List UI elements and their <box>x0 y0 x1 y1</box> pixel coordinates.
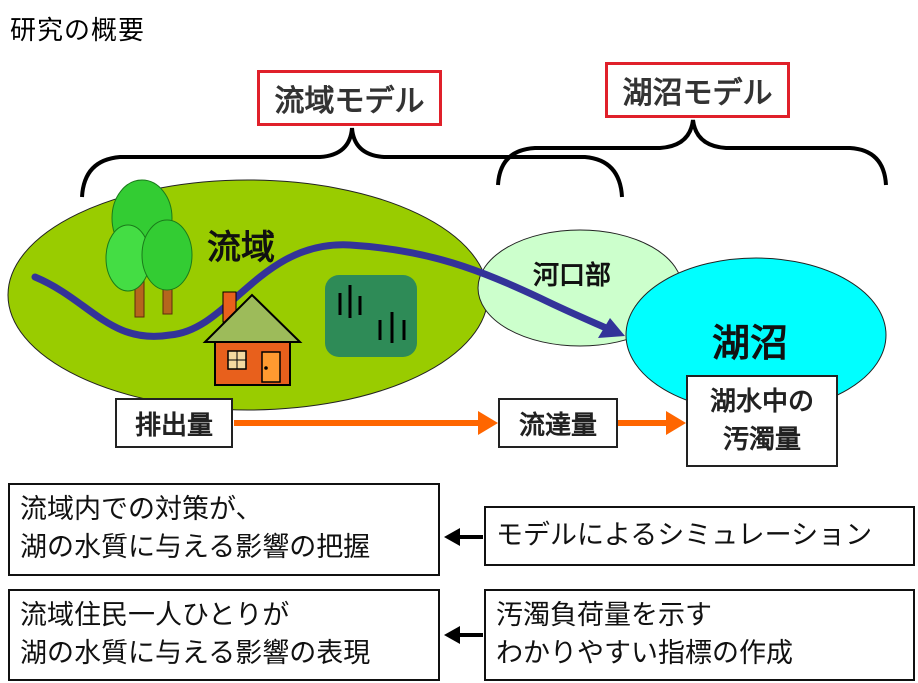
result-box-2: 流域住民一人ひとりが 湖の水質に与える影響の表現 <box>8 589 440 681</box>
lake-pollution-box: 湖水中の 汚濁量 <box>686 375 838 467</box>
result-box-1-line1: 流域内での対策が、 <box>20 494 263 525</box>
rice-field-icon <box>325 275 417 357</box>
result-box-2-line1: 流域住民一人ひとりが <box>20 600 290 631</box>
basin-model-brace <box>80 127 624 198</box>
house-icon <box>202 291 303 386</box>
lake-model-brace <box>496 119 888 186</box>
arrival-box: 流達量 <box>498 398 618 448</box>
result-box-1-line2: 湖の水質に与える影響の把握 <box>20 532 371 563</box>
tree-icon <box>105 179 193 318</box>
method-box-1-text: モデルによるシミュレーション <box>496 520 873 551</box>
page-title: 研究の概要 <box>10 16 146 46</box>
method-box-2-line1: 汚濁負荷量を示す <box>496 600 712 631</box>
discharge-box: 排出量 <box>115 398 233 448</box>
estuary-label: 河口部 <box>533 261 612 291</box>
flow-arrow-discharge-to-arrival <box>234 411 498 435</box>
result-box-1: 流域内での対策が、 湖の水質に与える影響の把握 <box>8 483 440 576</box>
basin-label: 流域 <box>207 228 275 268</box>
river-line <box>31 241 619 340</box>
lake-pollution-line2: 汚濁量 <box>722 425 801 455</box>
method-to-result-arrow-2 <box>444 626 483 644</box>
method-box-2: 汚濁負荷量を示す わかりやすい指標の作成 <box>484 589 915 681</box>
method-box-1: モデルによるシミュレーション <box>484 506 915 566</box>
lake-model-label: 湖沼モデル <box>605 62 790 118</box>
method-box-2-line2: わかりやすい指標の作成 <box>496 638 793 669</box>
river-arrowhead <box>598 318 625 338</box>
method-to-result-arrow-1 <box>444 528 483 546</box>
flow-arrow-arrival-to-lake <box>618 411 686 435</box>
lake-label: 湖沼 <box>712 321 789 365</box>
lake-pollution-line1: 湖水中の <box>709 387 814 417</box>
basin-model-label: 流域モデル <box>257 70 442 126</box>
result-box-2-line2: 湖の水質に与える影響の表現 <box>20 638 371 669</box>
